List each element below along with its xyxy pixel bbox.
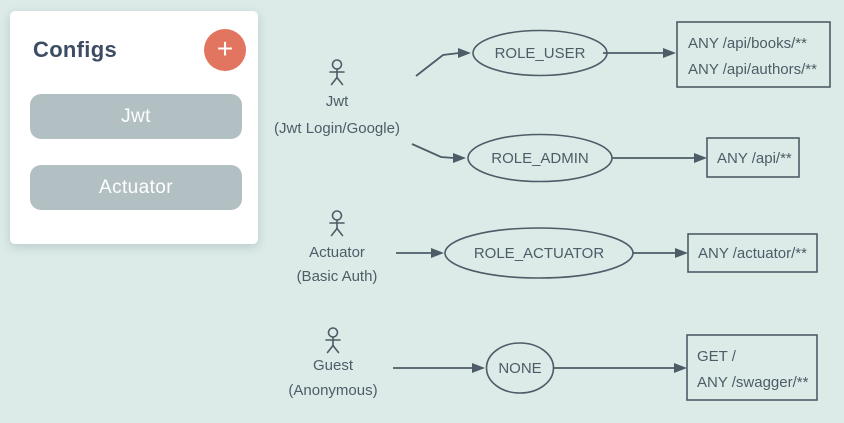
actor-guest-auth-hint: (Anonymous) (288, 382, 377, 399)
actor-jwt: Jwt (Jwt Login/Google) (274, 59, 400, 137)
actor-actuator-auth-hint: (Basic Auth) (297, 268, 378, 285)
edge-jwt-to-role-user (415, 52, 460, 77)
row-role-none: NONE GET / ANY /swagger/** (393, 334, 818, 401)
actor-jwt-name: Jwt (326, 93, 349, 110)
role-user-label: ROLE_USER (495, 45, 586, 62)
rule-line: ANY /api/books/** (688, 35, 807, 52)
rules-box-admin (706, 137, 800, 178)
rule-line: ANY /api/** (717, 150, 792, 167)
arrowhead-icon (674, 363, 687, 373)
rules-box-actuator (687, 233, 818, 273)
config-item-actuator[interactable]: Actuator (30, 165, 242, 210)
arrowhead-icon (694, 153, 707, 163)
row-role-admin: ROLE_ADMIN ANY /api/** (411, 133, 800, 183)
actor-actuator-name: Actuator (309, 244, 365, 261)
row-role-user: ROLE_USER ANY /api/books/** ANY /api/aut… (415, 21, 831, 88)
rules-box-user (676, 21, 831, 88)
configs-panel: Configs + Jwt Actuator (10, 11, 258, 244)
rule-line: ANY /swagger/** (697, 374, 809, 391)
config-item-jwt[interactable]: Jwt (30, 94, 242, 139)
configs-header: Configs + (10, 11, 258, 71)
add-config-button[interactable]: + (204, 29, 246, 71)
actor-guest-name: Guest (313, 357, 354, 374)
configs-title: Configs (33, 37, 117, 62)
arrowhead-icon (458, 48, 471, 58)
edge-jwt-to-role-admin (411, 143, 455, 159)
person-icon (325, 327, 341, 354)
person-icon (329, 59, 345, 86)
arrowhead-icon (453, 153, 466, 163)
rule-line: ANY /actuator/** (698, 245, 807, 262)
plus-icon: + (216, 32, 234, 64)
rule-line: GET / (697, 348, 737, 365)
actor-actuator: Actuator (Basic Auth) (297, 210, 378, 285)
arrowhead-icon (472, 363, 485, 373)
actor-guest: Guest (Anonymous) (288, 327, 378, 399)
person-icon (329, 210, 345, 237)
rule-line: ANY /api/authors/** (688, 61, 817, 78)
arrowhead-icon (431, 248, 444, 258)
role-actuator-label: ROLE_ACTUATOR (474, 245, 604, 262)
role-admin-label: ROLE_ADMIN (491, 150, 589, 167)
actor-jwt-auth-hint: (Jwt Login/Google) (274, 120, 400, 137)
config-item-label: Jwt (121, 105, 151, 127)
config-item-label: Actuator (99, 176, 173, 198)
arrowhead-icon (675, 248, 688, 258)
configs-list: Jwt Actuator (10, 71, 258, 210)
rules-box-guest (686, 334, 818, 401)
role-none-label: NONE (498, 360, 541, 377)
arrowhead-icon (663, 48, 676, 58)
row-role-actuator: ROLE_ACTUATOR ANY /actuator/** (396, 227, 818, 279)
